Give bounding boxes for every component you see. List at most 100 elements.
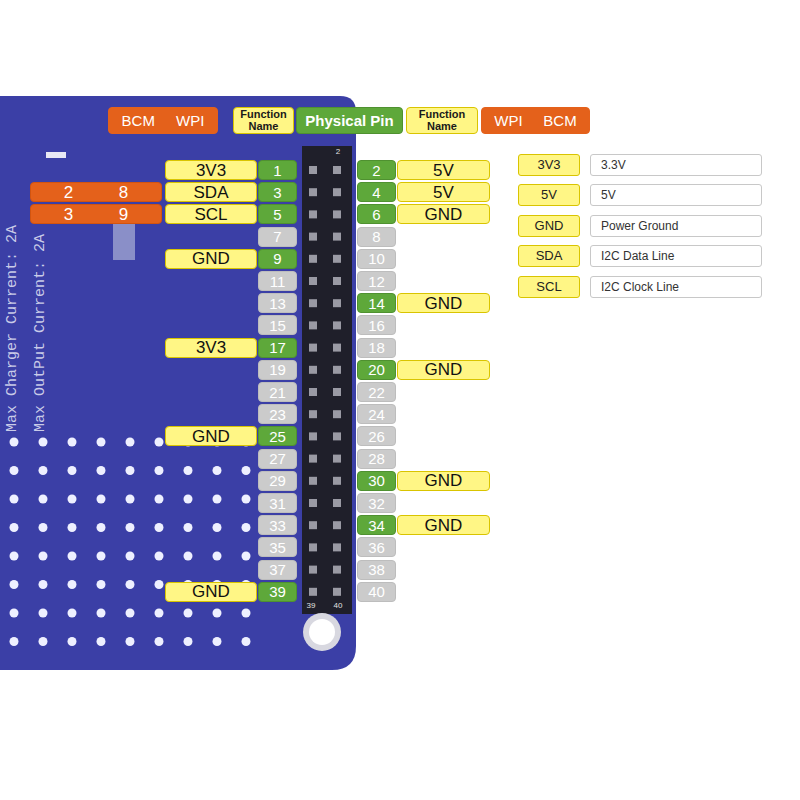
perf-hole: [97, 495, 106, 504]
function-tag: 3V3: [165, 338, 257, 358]
header-pin: [333, 321, 341, 329]
pin-number: 5: [258, 204, 297, 224]
node-text: GND: [425, 361, 463, 378]
header-pin: [333, 277, 341, 285]
header-pin: [309, 543, 317, 551]
header-pin: [333, 255, 341, 263]
pin-number-inactive: 27: [258, 449, 297, 469]
header-pin: [309, 477, 317, 485]
perf-holes: [10, 438, 251, 647]
node-text: 39: [269, 584, 286, 599]
pin-number: 20: [357, 360, 396, 380]
node-text: 3: [64, 206, 73, 223]
function-tag: GND: [165, 426, 257, 446]
gpio-number-tag: 28: [30, 182, 162, 202]
perf-hole: [39, 552, 48, 561]
node-text: 3: [273, 185, 281, 200]
function-tag: GND: [397, 360, 490, 380]
node-text: 13: [269, 296, 286, 311]
mounting-hole-ring: [303, 613, 341, 651]
header-tag: BCMWPI: [108, 107, 218, 134]
pin-header: [302, 146, 352, 614]
pin-number-inactive: 29: [258, 471, 297, 491]
perf-hole: [155, 466, 164, 475]
node-text: WPI: [494, 113, 522, 128]
pin-number-inactive: 8: [357, 227, 396, 247]
node-text: 8: [119, 184, 128, 201]
pin-number-inactive: 13: [258, 293, 297, 313]
header-pin: [309, 166, 317, 174]
perf-hole: [97, 466, 106, 475]
perf-hole: [10, 495, 19, 504]
perf-hole: [242, 637, 251, 646]
node-text: 32: [368, 496, 385, 511]
header-pin: [309, 277, 317, 285]
pin-number-inactive: 36: [357, 537, 396, 557]
header-pin: [333, 188, 341, 196]
node-text: 37: [269, 562, 286, 577]
silk-mark: [46, 152, 66, 158]
gpio-number-tag: 39: [30, 204, 162, 224]
node-text: Function Name: [236, 109, 291, 132]
node-text: 5V: [433, 162, 454, 179]
pin-number-inactive: 23: [258, 404, 297, 424]
perf-hole: [155, 552, 164, 561]
node-text: 16: [368, 318, 385, 333]
perf-hole: [155, 438, 164, 447]
perf-hole: [68, 523, 77, 532]
pcb-board: [0, 96, 356, 670]
board-silkscreen: Max OutPut Current: 2A: [32, 212, 50, 432]
perf-hole: [68, 495, 77, 504]
function-tag: GND: [397, 471, 490, 491]
node-text: 12: [368, 274, 385, 289]
node-text: GND: [192, 583, 230, 600]
header-pin: [309, 321, 317, 329]
header-pin: [309, 299, 317, 307]
node-text: SCL: [194, 206, 227, 223]
header-pin: [333, 499, 341, 507]
perf-hole: [126, 466, 135, 475]
header-pin: [309, 588, 317, 596]
header-pin: [309, 233, 317, 241]
perf-hole: [39, 495, 48, 504]
node-text: 29: [269, 473, 286, 488]
perf-hole: [242, 495, 251, 504]
legend-sample-text: GND: [518, 215, 580, 237]
node-text: GND: [192, 250, 230, 267]
legend-text: Power Ground: [601, 219, 678, 233]
header-pin: [333, 410, 341, 418]
node-text: 7: [273, 229, 281, 244]
perf-hole: [126, 495, 135, 504]
perf-hole: [184, 552, 193, 561]
header-pin: [333, 388, 341, 396]
pin-number-inactive: 15: [258, 315, 297, 335]
legend-text: 5V: [601, 188, 616, 202]
node-text: 4: [372, 185, 380, 200]
perf-hole: [126, 523, 135, 532]
pin-number-inactive: 12: [357, 271, 396, 291]
function-tag: SDA: [165, 182, 257, 202]
node-text: 8: [372, 229, 380, 244]
pin-silk-number: 40: [329, 601, 347, 611]
pin-number: 3: [258, 182, 297, 202]
perf-hole: [97, 580, 106, 589]
header-pin: [309, 410, 317, 418]
node-text: 11: [270, 274, 286, 289]
silk-pad: [113, 222, 135, 260]
pin-number: 34: [357, 515, 396, 535]
perf-hole: [184, 466, 193, 475]
pin-number-inactive: 28: [357, 449, 396, 469]
legend-entry: 5V: [590, 184, 762, 206]
perf-hole: [10, 580, 19, 589]
node-text: 30: [368, 473, 385, 488]
perf-hole: [155, 637, 164, 646]
perf-hole: [213, 495, 222, 504]
perf-hole: [10, 438, 19, 447]
pin-number: 17: [258, 338, 297, 358]
node-text: GND: [192, 428, 230, 445]
function-tag: 5V: [397, 182, 490, 202]
perf-hole: [39, 609, 48, 618]
legend-sample-text: 5V: [518, 184, 580, 206]
perf-hole: [155, 580, 164, 589]
node-text: GND: [425, 517, 463, 534]
